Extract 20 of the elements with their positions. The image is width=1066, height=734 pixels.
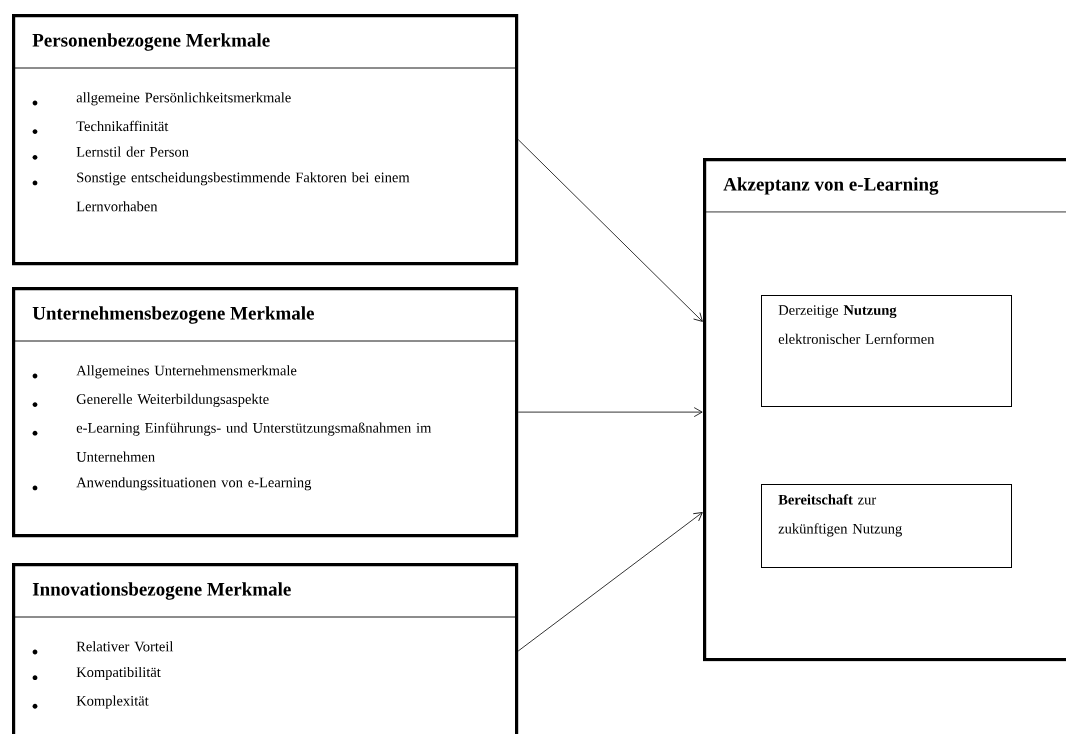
list-item: Komplexität — [32, 695, 149, 709]
result-box: Bereitschaft zur zukünftigen Nutzung — [761, 484, 1012, 568]
list-item: Relativer Vorteil — [32, 641, 174, 655]
arrow — [517, 407, 703, 417]
arrow — [517, 512, 703, 652]
list-item: Technikaffinität — [32, 120, 169, 134]
box-heading: Personenbezogene Merkmale — [32, 33, 270, 51]
list-item: Anwendungssituationen von e-Learning — [32, 477, 312, 491]
box-heading: Akzeptanz von e-Learning — [723, 177, 939, 195]
list-item: allgemeine Persönlichkeitsmerkmale — [32, 92, 291, 106]
list-item: Kompatibilität — [32, 666, 161, 681]
box-heading: Innovationsbezogene Merkmale — [32, 582, 291, 600]
list-item: Lernstil der Person — [32, 146, 189, 160]
result-box: Derzeitige Nutzung elektronischer Lernformen — [761, 295, 1012, 407]
list-item: Allgemeines Unternehmensmerkmale — [32, 365, 297, 379]
arrow — [517, 139, 703, 322]
box-heading: Unternehmensbezogene Merkmale — [32, 306, 314, 324]
list-item: e-Learning Einführungs- und Unterstützungsmaßnahmen im Unternehmen — [32, 422, 432, 462]
list-item: Sonstige entscheidungsbestimmende Faktoren bei einem Lernvorhaben — [32, 172, 410, 212]
list-item: Generelle Weiterbildungsaspekte — [32, 393, 269, 407]
